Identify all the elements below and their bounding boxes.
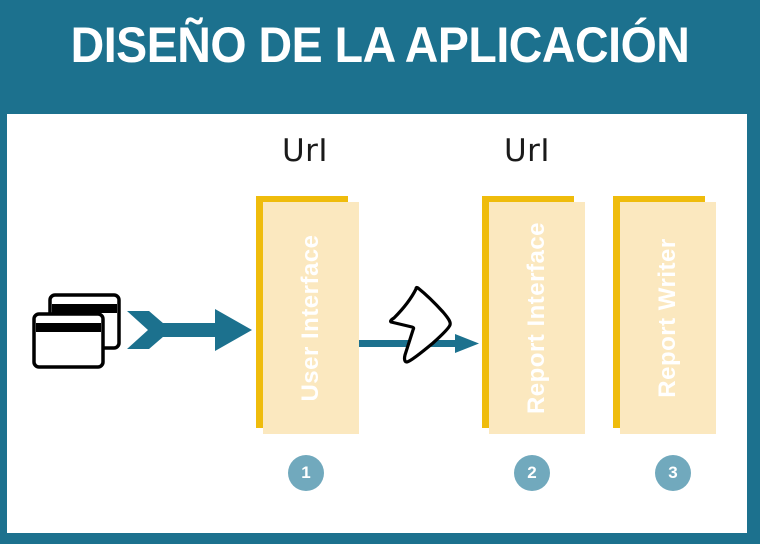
header-band <box>0 0 760 114</box>
step-badge-2[interactable]: 2 <box>514 455 550 491</box>
thick-arrow-icon <box>127 307 252 353</box>
column-label-report-writer: Report Writer <box>654 238 681 398</box>
step-badge-3[interactable]: 3 <box>655 455 691 491</box>
column-body <box>263 202 359 434</box>
url-label-user-interface: UrI <box>281 133 329 169</box>
column-body <box>489 202 585 434</box>
column-report-interface[interactable]: Report Interface <box>482 196 587 434</box>
hand-drawn-arrow-icon <box>385 283 463 368</box>
url-label-report-interface: UrI <box>503 133 551 169</box>
card-stack-icon <box>31 292 129 372</box>
thin-arrow-icon <box>355 300 485 388</box>
slide-canvas: UrI UrI <box>7 114 747 533</box>
column-accent-left <box>613 196 620 428</box>
column-report-writer[interactable]: Report Writer <box>613 196 718 434</box>
column-accent-top <box>482 196 574 203</box>
step-badge-1[interactable]: 1 <box>288 455 324 491</box>
column-accent-left <box>482 196 489 428</box>
page-title: DISEÑO DE LA APLICACIÓN <box>70 17 690 73</box>
column-user-interface[interactable]: User Interface <box>256 196 361 434</box>
column-body <box>620 202 716 434</box>
column-accent-top <box>613 196 705 203</box>
column-accent-left <box>256 196 263 428</box>
column-label-user-interface: User Interface <box>297 234 324 402</box>
column-accent-top <box>256 196 348 203</box>
column-label-report-interface: Report Interface <box>523 221 550 415</box>
